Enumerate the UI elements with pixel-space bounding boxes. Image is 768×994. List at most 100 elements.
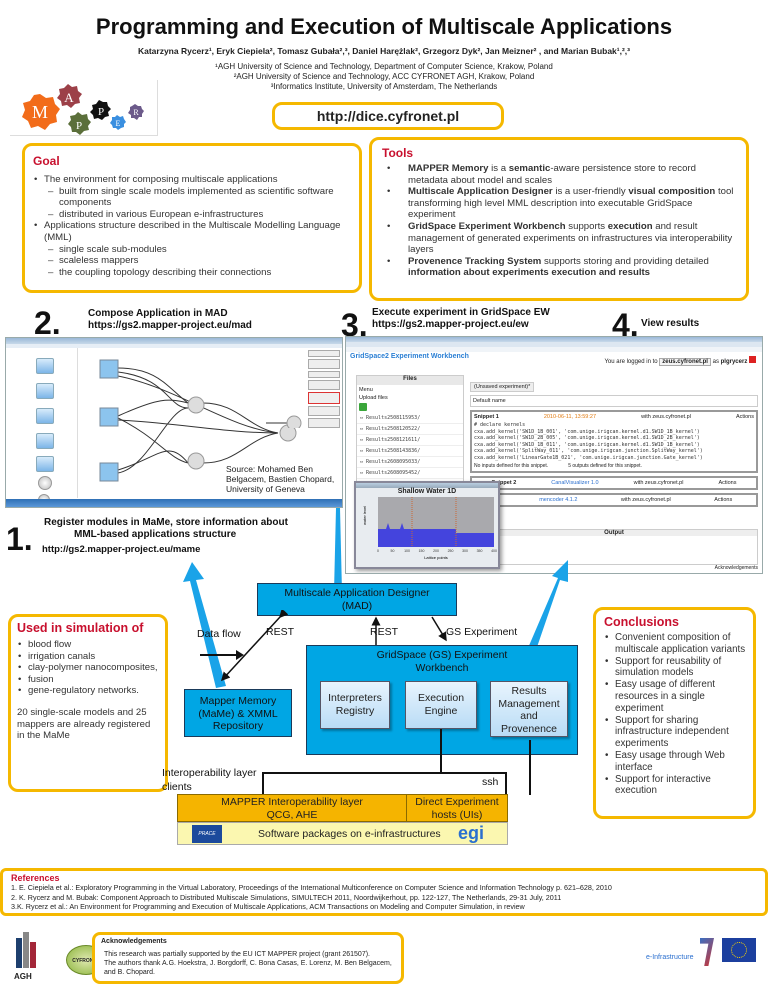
agh-logo: AGH <box>14 932 40 984</box>
taskbar <box>6 499 342 507</box>
acknowledgements-panel: Acknowledgements This research was parti… <box>92 932 404 984</box>
goal-item: Applications structure described in the … <box>33 220 351 278</box>
mame-url-link[interactable]: http://gs2.mapper-project.eu/mame <box>42 544 201 555</box>
mapper-logo: M A P P E R <box>10 80 158 136</box>
references-panel: References 1. E. Ciepiela et al.: Explor… <box>0 868 768 916</box>
tools-list: MAPPER Memory is a semantic-aware persis… <box>382 163 736 279</box>
file-item[interactable]: ▭ Results2608095033/ <box>357 457 463 468</box>
code-line: cxa.add_kernel('SplitWay_011', 'com.unig… <box>474 448 703 454</box>
conclusion-item: Support for sharing infrastructure indep… <box>604 715 747 750</box>
x-tick-label: 250 <box>448 549 454 553</box>
step-2-number: 2. <box>34 305 61 341</box>
file-list: ▭ Results2508115953/▭ Results2508120522/… <box>357 413 463 479</box>
gs-experiment-label: GS Experiment <box>446 626 518 638</box>
interpreters-registry-box: Interpreters Registry <box>320 681 390 729</box>
x-tick-label: 200 <box>433 549 439 553</box>
used-in-item: irrigation canals <box>17 651 159 663</box>
snippet-1: Snippet 1 2010-06-11, 13:59:27 with zeus… <box>470 410 758 473</box>
software-packages-box: PRACE Software packages on e-infrastruct… <box>177 822 508 845</box>
results-provenence-box: Results Management and Provenence <box>490 681 568 737</box>
open-in-ew-button[interactable] <box>308 392 340 404</box>
used-in-panel: Used in simulation of blood flowirrigati… <box>8 614 168 792</box>
ew-footer-link[interactable]: Acknowledgements <box>714 565 758 571</box>
output-panel: Output <box>470 529 758 565</box>
export-ew-button[interactable] <box>308 359 340 369</box>
ew-logo: GridSpace2 Experiment Workbench <box>350 353 469 360</box>
tools-item: GridSpace Experiment Workbench supports … <box>386 221 736 256</box>
mad-node <box>187 396 205 414</box>
mad-node <box>187 452 205 470</box>
mad-node <box>99 407 119 427</box>
svg-text:water level: water level <box>362 506 367 525</box>
plot-title: Shallow Water 1D <box>397 488 457 495</box>
tools-item: Provenence Tracking System supports stor… <box>386 256 736 279</box>
logout-icon[interactable] <box>749 356 756 363</box>
export-mml-button[interactable] <box>308 350 340 357</box>
conclusion-item: Support for interactive execution <box>604 774 747 798</box>
code-line: cxa.add_kernel('SW1D_1B_001', 'com.unige… <box>474 428 700 435</box>
file-item[interactable]: ▭ Results2508115953/ <box>357 413 463 424</box>
svg-text:Lattice points: Lattice points <box>424 555 448 560</box>
mapper-logo-graphic: M A P P E R <box>22 84 144 135</box>
step-3-number: 3. <box>341 307 368 343</box>
affiliation-2: ²AGH University of Science and Technolog… <box>233 72 535 81</box>
execution-engine-box: Execution Engine <box>405 681 477 729</box>
mame-box: Mapper Memory (MaMe) & XMML Repository <box>184 689 292 737</box>
logo-letter-m: M <box>32 102 48 122</box>
upload-xmml-button[interactable] <box>308 380 340 390</box>
tab-experiment[interactable]: (Unsaved experiment)* <box>470 382 535 392</box>
step-2-text: Compose Application in MAD https://gs2.m… <box>88 308 252 331</box>
step-1-text: Register modules in MaMe, store informat… <box>44 517 288 540</box>
file-item[interactable]: ▭ Results2608095452/ <box>357 468 463 479</box>
x-tick-label: 150 <box>419 549 425 553</box>
goal-title: Goal <box>33 154 60 168</box>
conclusions-panel: Conclusions Convenient composition of mu… <box>593 607 756 819</box>
upload-icon[interactable] <box>359 403 367 411</box>
arrow-to-mad-screenshot <box>334 508 342 592</box>
einfra-logo: e-Infrastructure <box>646 954 694 961</box>
actions-button[interactable]: Actions <box>735 414 754 420</box>
mad-button-column <box>308 350 340 428</box>
used-in-item: gene-regulatory networks. <box>17 685 159 697</box>
goal-subitem: distributed in various European e-infras… <box>48 209 351 221</box>
x-tick-label: 400 <box>491 549 497 553</box>
conclusion-item: Easy usage through Web interface <box>604 750 747 774</box>
goal-panel: Goal The environment for composing multi… <box>22 143 362 293</box>
mad-node <box>99 462 119 482</box>
file-item[interactable]: ▭ Results2508143836/ <box>357 446 463 457</box>
affiliation-3: ³Informatics Institute, University of Am… <box>270 82 498 91</box>
svg-text:A: A <box>64 90 74 105</box>
x-tick-label: 100 <box>404 549 410 553</box>
conclusion-item: Support for reusability of simulation mo… <box>604 656 747 680</box>
svg-text:P: P <box>76 120 82 132</box>
mad-source-note: Source: Mohamed Ben Belgacem, Bastien Ch… <box>226 464 335 494</box>
code-line: cxa.add_kernel('SW1D_2B_005', 'com.unige… <box>474 435 700 441</box>
export-xmml-button[interactable] <box>308 371 340 378</box>
prace-logo: PRACE <box>192 825 222 843</box>
project-url-link[interactable]: http://dice.cyfronet.pl <box>272 102 504 130</box>
save-in-repo-button[interactable] <box>308 418 340 428</box>
x-tick-label: 350 <box>477 549 483 553</box>
direct-hosts-box: Direct Experiment hosts (UIs) <box>406 794 508 822</box>
goal-list: The environment for composing multiscale… <box>33 174 351 278</box>
conclusion-item: Convenient composition of multiscale app… <box>604 632 747 656</box>
conclusion-item: Easy usage of different resources in a s… <box>604 679 747 714</box>
x-tick-label: 0 <box>377 549 379 553</box>
experiment-name-input[interactable]: Default name <box>470 395 758 407</box>
file-item[interactable]: ▭ Results2508120522/ <box>357 424 463 435</box>
water-level-area <box>378 523 494 547</box>
file-item[interactable]: ▭ Results2508121611/ <box>357 435 463 446</box>
used-in-title: Used in simulation of <box>17 621 144 635</box>
mad-canvas[interactable] <box>78 348 308 498</box>
x-tick-label: 300 <box>462 549 468 553</box>
tools-panel: Tools MAPPER Memory is a semantic-aware … <box>369 137 749 301</box>
open-from-repo-button[interactable] <box>308 406 340 416</box>
conclusions-list: Convenient composition of multiscale app… <box>604 632 747 797</box>
mad-url-link[interactable]: https://gs2.mapper-project.eu/mad <box>88 320 252 331</box>
ew-url-link[interactable]: https://gs2.mapper-project.eu/ew <box>372 319 529 330</box>
tools-item: MAPPER Memory is a semantic-aware persis… <box>386 163 736 186</box>
